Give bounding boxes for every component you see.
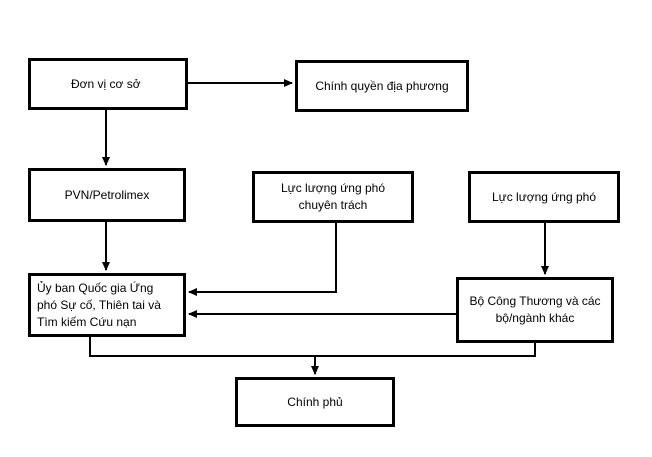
node-uy-ban-quoc-gia: Ủy ban Quốc gia Ứng phó Sự cố, Thiên tai… [28,273,186,337]
node-label: Lực lượng ứng phó chuyên trách [280,181,386,212]
node-label: Ủy ban Quốc gia Ứng phó Sự cố, Thiên tai… [37,280,161,329]
node-luc-luong-chuyen-trach: Lực lượng ứng phó chuyên trách [252,171,414,223]
connector-uyban-to-junction [89,337,536,357]
node-pvn-petrolimex: PVN/Petrolimex [28,168,186,222]
node-chinh-quyen-dia-phuong: Chính quyền địa phương [295,60,469,112]
node-label: Chính phủ [287,394,343,409]
node-label: Bộ Công Thương và các bộ/ngành khác [469,294,601,325]
node-don-vi-co-so: Đơn vị cơ sở [28,58,188,110]
node-label: Chính quyền địa phương [315,78,449,93]
node-label: PVN/Petrolimex [64,187,150,202]
node-label: Đơn vị cơ sở [71,76,141,91]
node-luc-luong-ung-pho: Lực lượng ứng phó [468,171,620,223]
node-chinh-phu: Chính phủ [235,377,395,427]
arrow-chuyentrach-to-uyban [188,223,337,296]
node-label: Lực lượng ứng phó [491,189,597,204]
node-bo-cong-thuong: Bộ Công Thương và các bộ/ngành khác [456,277,614,343]
